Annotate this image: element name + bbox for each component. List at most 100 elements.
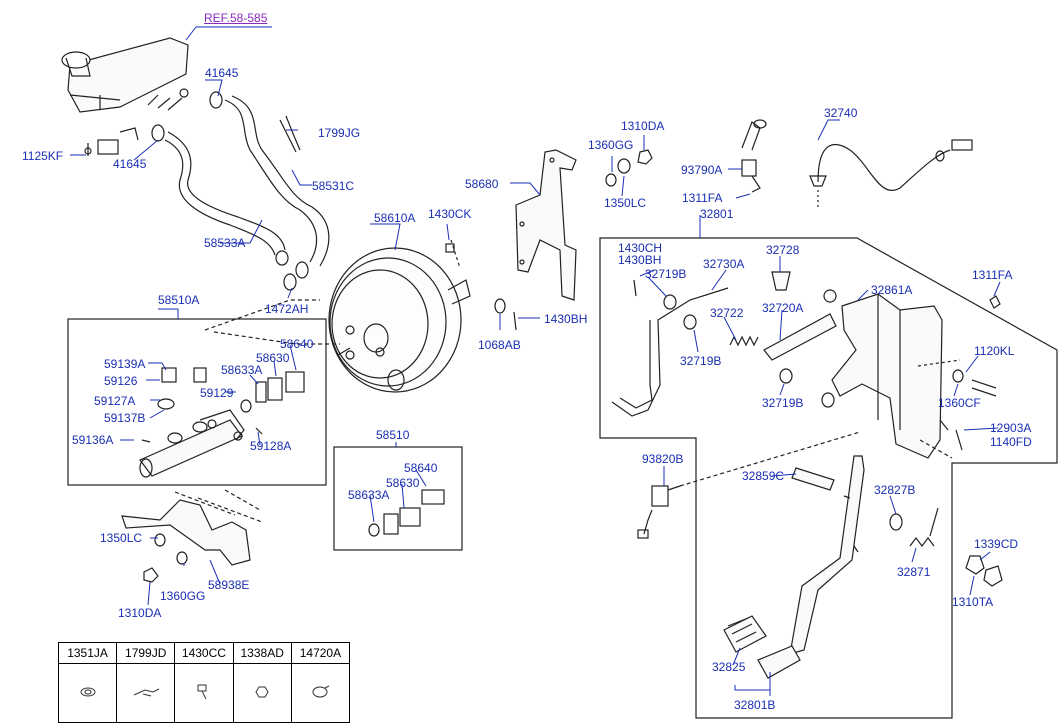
part-label-59126[interactable]: 59126 [104,374,138,388]
mounting-bracket-shape [515,149,577,301]
part-label-58630-a[interactable]: 58630 [256,351,290,365]
part-label-32719b-c[interactable]: 32719B [762,396,804,410]
part-label-32719b-b[interactable]: 32719B [680,354,722,368]
part-label-1311fa-top[interactable]: 1311FA [682,191,723,205]
part-label-59127a[interactable]: 59127A [94,394,136,408]
part-label-59129[interactable]: 59129 [200,386,234,400]
legend-header-1338ad[interactable]: 1338AD [232,642,292,664]
part-label-1430bh-mid[interactable]: 1430BH [544,312,588,326]
part-label-58680[interactable]: 58680 [465,177,499,191]
washer-nut-shapes-top [494,149,653,331]
part-label-12903a[interactable]: 12903A [990,421,1032,435]
part-label-1799jg[interactable]: 1799JG [318,126,361,140]
part-label-1360gg-top[interactable]: 1360GG [588,138,634,152]
piston-kit-box [333,446,463,551]
part-label-32722[interactable]: 32722 [710,306,744,320]
part-label-32861a[interactable]: 32861A [871,283,913,297]
part-label-1360gg-bottom[interactable]: 1360GG [160,589,206,603]
pedal-rod-shape [611,287,729,417]
piston-kit-shape [368,489,445,537]
legend-header-1351ja[interactable]: 1351JA [57,642,118,664]
brake-booster-shape [328,239,471,393]
part-label-1311fa-right[interactable]: 1311FA [972,268,1013,282]
legend-header-1430cc[interactable]: 1430CC [174,642,234,664]
brake-pedal-arm-shape [723,455,865,679]
nut-icon [80,687,96,696]
legend-header-14720a[interactable]: 14720A [290,642,351,664]
part-label-59136a[interactable]: 59136A [72,433,114,447]
part-label-32827b[interactable]: 32827B [874,483,916,497]
part-label-1472ah[interactable]: 1472AH [265,302,309,316]
part-label-32801b[interactable]: 32801B [734,698,776,712]
legend-cell-bolt [174,663,234,723]
part-label-58630-b[interactable]: 58630 [386,476,420,490]
part-label-32871[interactable]: 32871 [897,565,931,579]
leader-lines-left [174,299,340,523]
master-cylinder-box [67,318,327,486]
bushing-shapes [633,279,835,408]
part-label-58510a[interactable]: 58510A [158,293,200,307]
part-label-32859c[interactable]: 32859C [742,469,785,483]
spring-and-bushing-shapes-lower [889,507,1003,587]
part-label-58510[interactable]: 58510 [376,428,410,442]
part-label-1120kl[interactable]: 1120KL [974,344,1015,358]
part-label-32825[interactable]: 32825 [712,660,746,674]
part-label-1430bh-right[interactable]: 1430BH [618,253,662,267]
part-label-1430ch[interactable]: 1430CH [618,241,663,255]
part-label-1350lc-bottom[interactable]: 1350LC [100,531,143,545]
pedal-sensor-shape [637,485,681,539]
legend-icon-row [57,663,351,723]
part-label-59139a[interactable]: 59139A [104,357,146,371]
pedal-assembly-box [599,237,1058,719]
lever-shape [763,313,837,361]
legend-header-1799jd[interactable]: 1799JD [116,642,176,664]
part-label-58633a-a[interactable]: 58633A [221,363,263,377]
part-label-58533a[interactable]: 58533A [204,236,246,250]
part-label-59137b[interactable]: 59137B [104,411,146,425]
part-label-1310da-top[interactable]: 1310DA [621,119,665,133]
part-label-1350lc-top[interactable]: 1350LC [604,196,647,210]
part-label-58633a-b[interactable]: 58633A [348,488,390,502]
part-label-1068ab[interactable]: 1068AB [478,338,521,352]
part-label-58610a[interactable]: 58610A [374,211,416,225]
hex-nut-icon [255,686,269,697]
part-label-1125kf[interactable]: 1125KF [22,149,64,163]
part-label-59128a[interactable]: 59128A [250,439,292,453]
leader-lines-right [679,431,953,487]
part-label-1430ck[interactable]: 1430CK [428,207,472,221]
part-label-58640-b[interactable]: 58640 [404,461,438,475]
part-label-93820b[interactable]: 93820B [642,452,684,466]
part-label-32719b-a[interactable]: 32719B [645,267,687,281]
part-label-1310ta[interactable]: 1310TA [952,595,994,609]
part-label-1360cf[interactable]: 1360CF [938,396,981,410]
part-label-32740[interactable]: 32740 [824,106,858,120]
legend-cell-clip [116,663,176,723]
legend-cell-clamp [290,663,351,723]
callout-lines [70,26,1001,696]
pivot-pin-shape [791,467,835,491]
return-spring-shape [729,335,759,347]
part-label-32801[interactable]: 32801 [700,207,734,221]
part-label-32720a[interactable]: 32720A [762,301,804,315]
part-label-93790a[interactable]: 93790A [681,163,723,177]
reservoir-shape [61,37,189,156]
clip-icon [133,688,159,696]
part-label-1339cd[interactable]: 1339CD [974,537,1019,551]
part-label-32730a[interactable]: 32730A [703,257,745,271]
part-label-58531c[interactable]: 58531C [312,179,355,193]
ref-label-link[interactable]: REF.58-585 [204,11,268,25]
part-label-41645-bottom[interactable]: 41645 [113,157,147,171]
hose-clamp-shapes [151,91,223,142]
vacuum-hose-shapes [164,95,330,291]
part-label-32728[interactable]: 32728 [766,243,800,257]
part-label-58938e[interactable]: 58938E [208,578,250,592]
part-label-1140fd[interactable]: 1140FD [990,435,1032,449]
legend-cell-hex-nut [232,663,292,723]
part-label-58640-a[interactable]: 58640 [280,337,314,351]
part-label-41645-top[interactable]: 41645 [205,66,239,80]
part-label-1310da-bottom[interactable]: 1310DA [118,606,162,620]
cap-shape [771,271,791,291]
brake-switch-shape [741,119,767,193]
